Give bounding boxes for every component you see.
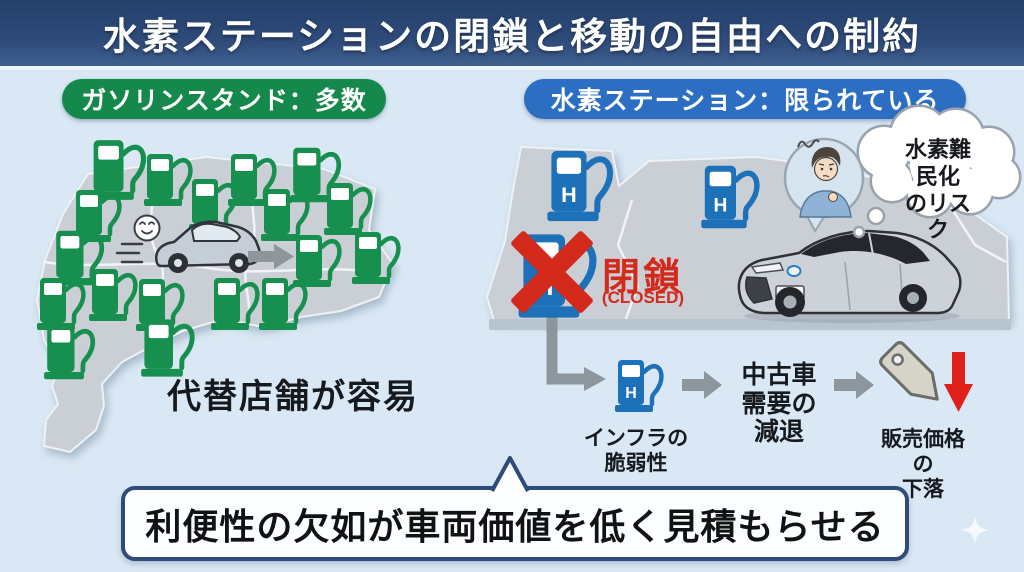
mirai-car [737,229,962,323]
gas-pump-icon [352,232,398,284]
connector-arrow-icon [546,312,606,391]
motion-lines [115,242,144,264]
smiley-face-icon [133,214,161,242]
flow-arrow-icon [834,371,874,399]
closed-sublabel: (CLOSED) [601,288,685,307]
thought-bubble [852,104,1022,239]
toyota-logo-icon [786,265,802,277]
price-tag-icon [879,341,939,401]
map-base-strip [489,319,1011,330]
title-bar: 水素ステーションの閉鎖と移動の自由への制約 [0,0,1024,70]
closed-label: 閉鎖 [601,257,685,299]
closed-x-icon [511,231,593,313]
flow-step-demand: 中古車 需要の 減退 [741,361,817,446]
sparkle-icon [961,516,989,544]
flow-step-infra: インフラの 脆弱性 [583,427,689,476]
left-arrow-icon [248,244,294,269]
price-drop-arrow-icon [944,352,973,412]
gasoline-car [155,220,261,273]
conclusion-pointer [490,456,530,492]
thought-bubble-text: 水素難民化 のリスク [904,137,971,243]
hydrogen-badge: 水素ステーション：限られている [524,79,966,119]
infra-pump-icon [615,360,661,412]
flow-step-price: 販売価格の 下落 [881,428,965,502]
distress-squiggle-icon [797,139,820,148]
conclusion-box: 利便性の欠如が車両価値を低く見積もらせる [121,486,909,561]
gasoline-caption: 代替店舗が容易 [167,378,419,416]
page-title: 水素ステーションの閉鎖と移動の自由への制約 [102,16,922,57]
flow-arrow-icon [682,371,722,399]
gasoline-badge: ガソリンスタンド：多数 [62,79,386,119]
worried-person-bubble [783,137,865,233]
conclusion-text: 利便性の欠如が車両価値を低く見積もらせる [145,505,885,547]
